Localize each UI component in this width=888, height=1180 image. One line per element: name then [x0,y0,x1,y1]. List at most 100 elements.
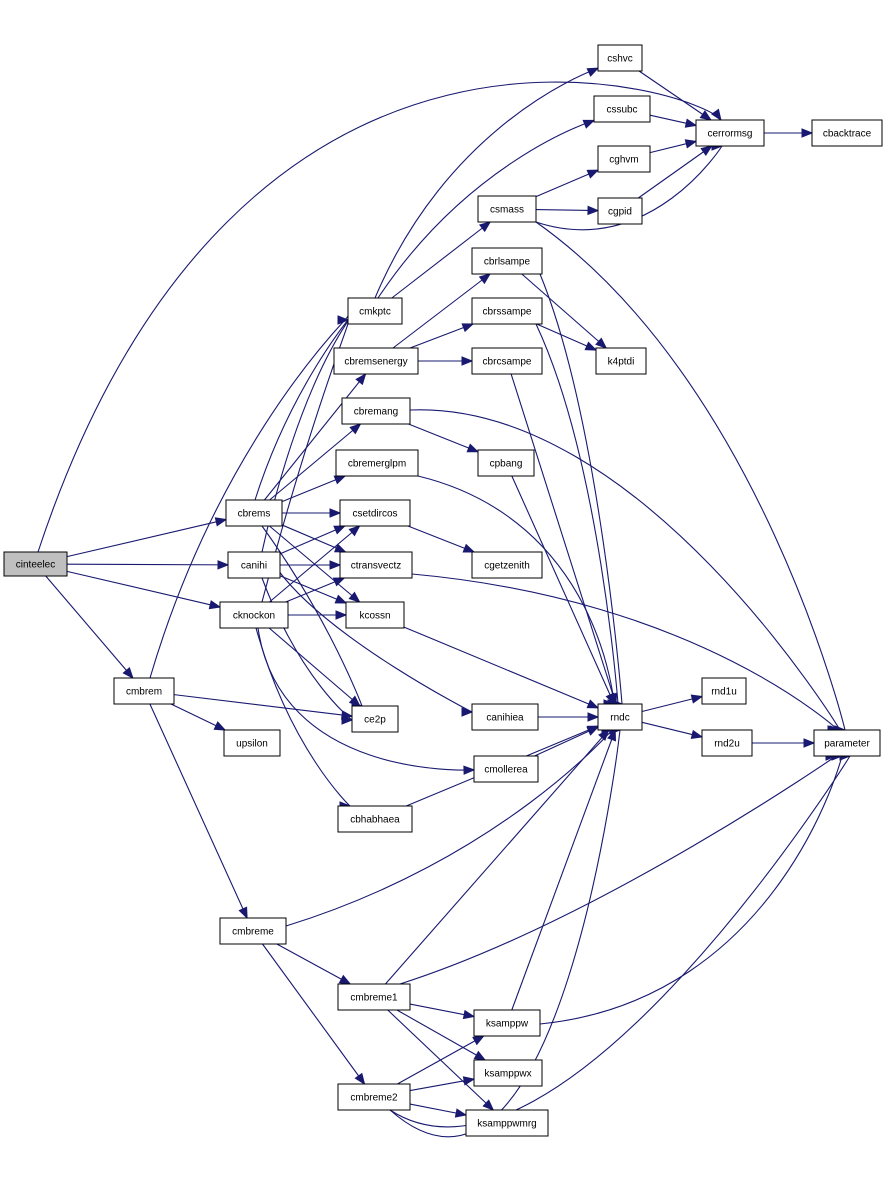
node-cerrormsg[interactable]: cerrormsg [695,119,765,147]
node-cmbrem[interactable]: cmbrem [113,677,175,705]
node-ksamppw[interactable]: ksamppw [473,1009,541,1037]
arrowhead-cinteelec-to-cmbrem [122,666,134,680]
node-label-cgpid: cgpid [608,207,632,218]
edge-cmollerea-to-rndc [534,726,599,757]
arrowhead-cmbreme-to-cmbreme1 [338,974,352,985]
node-label-cbremsenergy: cbremsenergy [344,357,407,368]
node-label-canihiea: canihiea [486,713,524,724]
node-cbrssampe[interactable]: cbrssampe [471,297,543,325]
arrowhead-cmbrem-to-ce2p [341,710,354,720]
node-cbrlsampe[interactable]: cbrlsampe [471,247,543,275]
node-cmbreme2[interactable]: cmbreme2 [337,1083,411,1111]
node-box-cmbrem [113,677,175,705]
node-cbrems[interactable]: cbrems [225,499,283,527]
edge-cknockon-to-ce2p [268,627,361,707]
arrowhead-cbremsenergy-to-cbrssampe [461,323,475,333]
node-cbremerglpm[interactable]: cbremerglpm [335,449,419,477]
edge-cknockon-to-ctransvectz [285,577,345,603]
node-label-k4ptdi: k4ptdi [608,357,635,368]
node-box-cssubc [593,95,651,123]
arrowhead-cinteelec-to-cerrormsg [711,108,722,122]
edge-cbrems-to-cbremang [269,423,361,501]
arrowhead-csmass-to-cghvm [586,169,600,179]
node-rnd2u[interactable]: rnd2u [701,729,753,757]
edge-cbremang-to-cpbang [408,423,479,453]
node-label-cbacktrace: cbacktrace [823,129,872,140]
node-rndc[interactable]: rndc [597,703,643,731]
node-label-cbrssampe: cbrssampe [483,307,532,318]
edge-cbrems-to-cmkptc [254,319,349,501]
node-ctransvectz[interactable]: ctransvectz [339,551,413,579]
node-label-parameter: parameter [824,739,870,750]
node-cbrcsampe[interactable]: cbrcsampe [471,347,543,375]
arrowhead-cmkptc-to-csmass [478,221,492,233]
node-cmbreme[interactable]: cmbreme [219,917,287,945]
node-cbacktrace[interactable]: cbacktrace [811,119,883,147]
node-cmbreme1[interactable]: cmbreme1 [337,983,411,1011]
node-cinteelec[interactable]: cinteelec [3,551,68,577]
node-ksamppwmrg[interactable]: ksamppwmrg [465,1109,549,1137]
node-parameter[interactable]: parameter [813,729,881,757]
arrowhead-cmkptc-to-cshvc [586,67,600,77]
edge-cbremerglpm-to-rndc [417,475,615,705]
node-cgpid[interactable]: cgpid [597,197,643,225]
node-cghvm[interactable]: cghvm [597,145,651,173]
edge-csmass-to-cghvm [535,169,599,198]
arrowhead-cmbreme2-to-ksamppwmrg [454,1108,468,1118]
node-rnd1u[interactable]: rnd1u [701,677,747,705]
node-box-rnd1u [701,677,747,705]
node-canihiea[interactable]: canihiea [471,703,539,731]
node-box-cmbreme [219,917,287,945]
node-csetdircos[interactable]: csetdircos [339,499,411,527]
node-ce2p[interactable]: ce2p [351,705,399,733]
node-box-parameter [813,729,881,757]
edge-csmass-to-parameter [535,221,846,731]
arrowhead-canihiea-to-rndc [587,712,600,722]
node-cmkptc[interactable]: cmkptc [347,297,403,325]
arrowhead-cinteelec-to-canihi [217,560,230,570]
node-box-ctransvectz [339,551,413,579]
edge-cmbreme1-to-rndc [385,729,609,985]
arrowhead-cbrssampe-to-k4ptdi [584,341,598,351]
arrowhead-canihi-to-canihiea [461,707,474,717]
node-cbremang[interactable]: cbremang [341,397,411,425]
node-ksamppwx[interactable]: ksamppwx [473,1059,543,1087]
node-box-csetdircos [339,499,411,527]
node-box-canihi [227,551,281,579]
arrowhead-cbrems-to-kcossn [348,591,361,603]
node-cpbang[interactable]: cpbang [477,449,535,477]
arrowhead-cbremsenergy-to-cbrcsampe [461,356,474,366]
node-cknockon[interactable]: cknockon [219,601,289,629]
node-box-rnd2u [701,729,753,757]
node-kcossn[interactable]: kcossn [345,601,405,629]
node-box-upsilon [223,729,281,757]
node-label-cknockon: cknockon [233,611,275,622]
node-upsilon[interactable]: upsilon [223,729,281,757]
node-layer: cinteelec cmkptc cshvc cssubc cerrormsg cback… [3,44,883,1137]
node-label-cinteelec: cinteelec [16,560,55,571]
arrowhead-kcossn-to-rndc [586,699,600,709]
node-cbremsenergy[interactable]: cbremsenergy [333,347,419,375]
node-box-cmollerea [473,755,539,783]
node-csmass[interactable]: csmass [477,195,537,223]
node-box-cbremerglpm [335,449,419,477]
node-cshvc[interactable]: cshvc [597,44,643,72]
edge-cmbreme2-to-parameter [389,755,851,1128]
node-box-ksamppw [473,1009,541,1037]
arrowhead-csetdircos-to-cgetzenith [462,543,476,553]
node-label-rndc: rndc [610,713,629,724]
node-label-upsilon: upsilon [236,739,268,750]
edge-cbremsenergy-to-cbrlsampe [392,273,491,349]
node-canihi[interactable]: canihi [227,551,281,579]
node-cmollerea[interactable]: cmollerea [473,755,539,783]
edge-ksamppw-to-parameter [539,755,843,1025]
node-cssubc[interactable]: cssubc [593,95,651,123]
arrowhead-cmbrem-to-upsilon [213,721,227,731]
node-k4ptdi[interactable]: k4ptdi [595,347,647,375]
edge-cmbreme-to-cmbreme2 [262,943,365,1085]
node-cbhabhaea[interactable]: cbhabhaea [337,805,413,833]
node-cgetzenith[interactable]: cgetzenith [471,551,543,579]
node-box-canihiea [471,703,539,731]
node-label-cmollerea: cmollerea [484,765,528,776]
